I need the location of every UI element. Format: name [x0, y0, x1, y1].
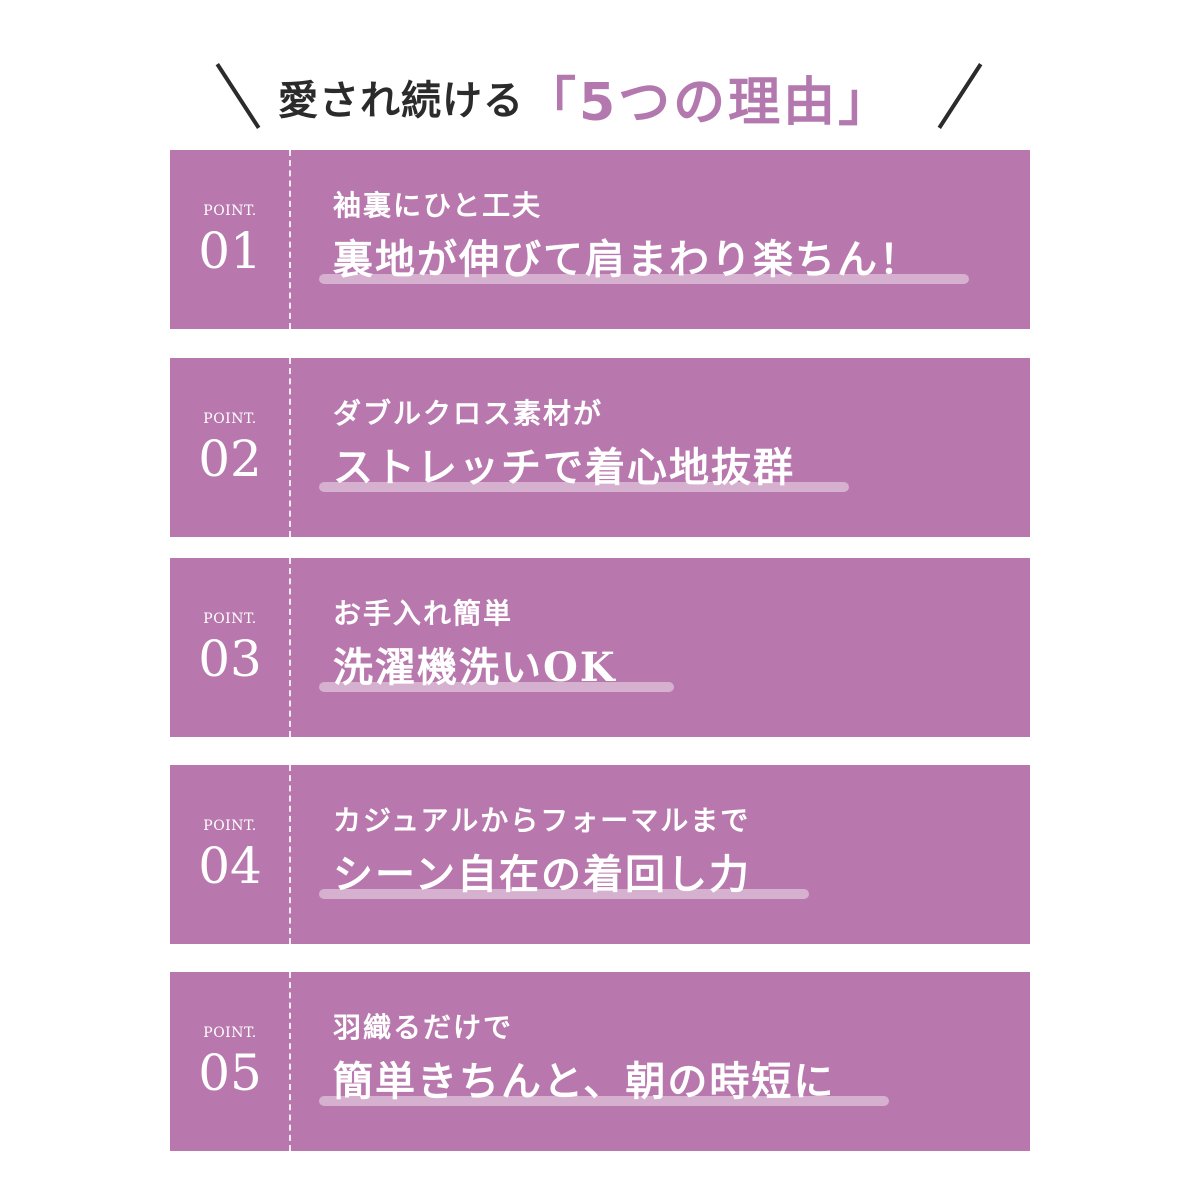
- point-label: POINT.: [203, 611, 257, 627]
- point-title-wrap: 簡単きちんと、朝の時短に: [319, 1054, 889, 1114]
- brush-highlight: [319, 482, 849, 492]
- point-title: 簡単きちんと、朝の時短に: [333, 1058, 836, 1105]
- point-number: 02: [198, 430, 262, 488]
- point-title: 洗濯機洗いOK: [333, 644, 617, 691]
- point-subtitle: カジュアルからフォーマルまで: [333, 804, 751, 837]
- heading-right-slash: [937, 63, 983, 129]
- point-card-01: POINT. 01 袖裏にひと工夫 裏地が伸びて肩まわり楽ちん！: [170, 150, 1030, 329]
- point-label: POINT.: [203, 411, 257, 427]
- point-subtitle: 袖裏にひと工夫: [333, 189, 543, 222]
- point-title: シーン自在の着回し力: [333, 851, 751, 898]
- heading-text: 愛され続ける 「5つの理由」: [278, 62, 938, 133]
- heading-left-slash: [215, 63, 261, 129]
- point-subtitle: ダブルクロス素材が: [333, 397, 604, 430]
- point-card-05: POINT. 05 羽織るだけで 簡単きちんと、朝の時短に: [170, 972, 1030, 1151]
- point-title-wrap: 裏地が伸びて肩まわり楽ちん！: [319, 232, 969, 292]
- point-subtitle: 羽織るだけで: [333, 1011, 514, 1044]
- card-divider: [289, 150, 291, 329]
- point-number: 01: [198, 222, 262, 280]
- brush-highlight: [319, 682, 674, 692]
- heading-emphasis: 「5つの理由」: [524, 72, 894, 133]
- point-card-04: POINT. 04 カジュアルからフォーマルまで シーン自在の着回し力: [170, 765, 1030, 944]
- card-divider: [289, 558, 291, 737]
- point-card-02: POINT. 02 ダブルクロス素材が ストレッチで着心地抜群: [170, 358, 1030, 537]
- card-divider: [289, 972, 291, 1151]
- point-card-03: POINT. 03 お手入れ簡単 洗濯機洗いOK: [170, 558, 1030, 737]
- point-label: POINT.: [203, 818, 257, 834]
- point-number: 03: [198, 630, 262, 688]
- point-title-wrap: 洗濯機洗いOK: [319, 640, 674, 700]
- point-label: POINT.: [203, 1025, 257, 1041]
- point-title-wrap: ストレッチで着心地抜群: [319, 440, 849, 500]
- point-title: ストレッチで着心地抜群: [333, 444, 795, 491]
- card-divider: [289, 765, 291, 944]
- brush-highlight: [319, 274, 969, 284]
- point-subtitle: お手入れ簡単: [333, 597, 514, 630]
- point-label: POINT.: [203, 203, 257, 219]
- section-heading: 愛され続ける 「5つの理由」: [0, 58, 1200, 138]
- point-title: 裏地が伸びて肩まわり楽ちん！: [333, 236, 921, 283]
- heading-lead: 愛され続ける: [278, 78, 524, 124]
- point-number: 05: [198, 1044, 262, 1102]
- point-title-wrap: シーン自在の着回し力: [319, 847, 809, 907]
- point-number: 04: [198, 837, 262, 895]
- brush-highlight: [319, 1096, 889, 1106]
- brush-highlight: [319, 889, 809, 899]
- card-divider: [289, 358, 291, 537]
